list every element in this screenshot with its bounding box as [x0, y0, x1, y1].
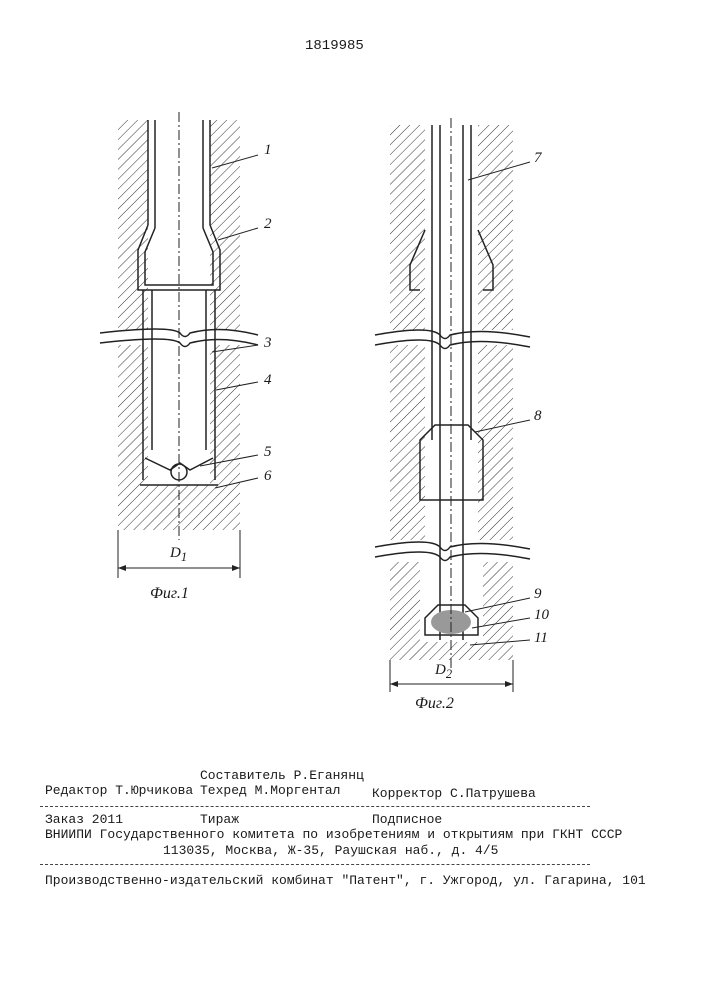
editor-line: Редактор Т.Юрчикова — [45, 783, 193, 798]
callout-5: 5 — [264, 444, 272, 461]
technical-drawing — [0, 0, 707, 720]
callout-8: 8 — [534, 408, 542, 425]
figure-1-caption: Фиг.1 — [150, 585, 189, 603]
techred-line: Техред М.Моргентал — [200, 783, 340, 798]
order-line: Заказ 2011 — [45, 812, 123, 827]
subscription-line: Подписное — [372, 812, 442, 827]
figure-2-caption: Фиг.2 — [415, 695, 454, 713]
divider-1 — [40, 806, 590, 807]
figure-1-drawing — [100, 112, 258, 578]
callout-10: 10 — [534, 607, 549, 624]
institute-line: ВНИИПИ Государственного комитета по изоб… — [45, 827, 622, 842]
figure-2-drawing — [375, 118, 530, 692]
callout-2: 2 — [264, 216, 272, 233]
divider-2 — [40, 864, 590, 865]
callout-3: 3 — [264, 335, 272, 352]
dimension-d2: D2 — [435, 662, 452, 682]
address-line: 113035, Москва, Ж-35, Раушская наб., д. … — [163, 843, 498, 858]
callout-4: 4 — [264, 372, 272, 389]
publisher-line: Производственно-издательский комбинат "П… — [45, 873, 646, 888]
dimension-d1: D1 — [170, 545, 187, 565]
corrector-line: Корректор С.Патрушева — [372, 786, 536, 801]
callout-1: 1 — [264, 142, 272, 159]
compiler-line: Составитель Р.Еганянц — [200, 768, 364, 783]
circulation-line: Тираж — [200, 812, 239, 827]
callout-7: 7 — [534, 150, 542, 167]
callout-6: 6 — [264, 468, 272, 485]
callout-11: 11 — [534, 630, 548, 647]
callout-9: 9 — [534, 586, 542, 603]
